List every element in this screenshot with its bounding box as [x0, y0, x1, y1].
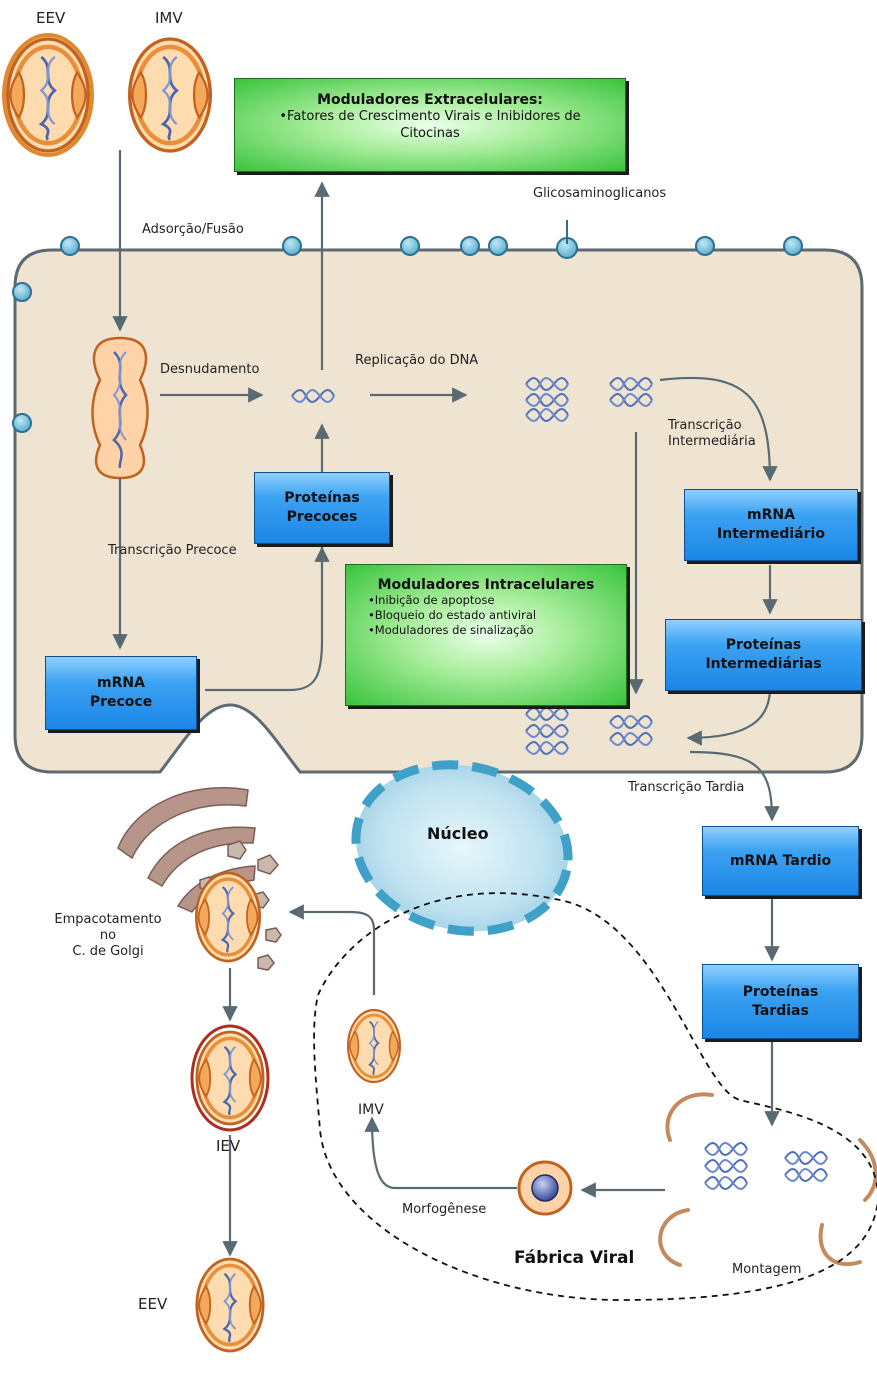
- golgi-vesicles: [199, 840, 282, 971]
- box-proteinas-precoces: Proteínas Precoces: [254, 472, 390, 544]
- label-eev-bottom: EEV: [138, 1295, 168, 1313]
- label-iev: IEV: [216, 1137, 241, 1155]
- box-mrna-tardio: mRNA Tardio: [702, 826, 859, 896]
- imv-virion-top: [130, 39, 211, 151]
- membrane-receptors: [12, 236, 803, 433]
- iev-virion: [190, 1024, 270, 1132]
- box-extracellular-modulators: Moduladores Extracelulares: •Fatores de …: [234, 78, 626, 172]
- label-desnudamento: Desnudamento: [160, 362, 260, 377]
- immature-virion: [517, 1160, 573, 1216]
- label-empacotamento: Empacotamento no C. de Golgi: [54, 912, 162, 959]
- box-mrna-precoce-line2: Precoce: [89, 694, 153, 710]
- intracellular-item-3: •Moduladores de sinalização: [368, 623, 534, 637]
- extracellular-item: •Fatores de Crescimento Virais e Inibido…: [279, 109, 581, 141]
- label-eev-top: EEV: [36, 9, 66, 27]
- box-mrna-tardio-line1: mRNA Tardio: [729, 852, 832, 869]
- box-mrna-intermediario: mRNA Intermediário: [684, 489, 858, 561]
- label-adsorcao: Adsorção/Fusão: [142, 222, 244, 237]
- box-mrna-intermediario-line1: mRNA: [747, 507, 795, 523]
- uncoating-virion: [91, 336, 149, 480]
- nucleus: [351, 760, 573, 936]
- box-intracellular-modulators: Moduladores Intracelulares •Inibição de …: [345, 564, 627, 706]
- box-proteinas-intermediarias-line2: Intermediárias: [705, 656, 822, 672]
- label-imv-bottom: IMV: [358, 1102, 384, 1118]
- box-proteinas-precoces-line2: Precoces: [286, 509, 358, 525]
- imv-virion-bottom: [346, 1008, 402, 1084]
- box-proteinas-tardias-line1: Proteínas: [742, 983, 819, 1000]
- label-transcricao-precoce: Transcrição Precoce: [108, 543, 237, 558]
- label-glicosaminoglicanos: Glicosaminoglicanos: [533, 186, 667, 201]
- eev-virion-top: [2, 33, 94, 157]
- eev-virion-bottom: [195, 1257, 265, 1353]
- box-proteinas-tardias-line2: Tardias: [752, 1002, 809, 1019]
- golgi-virion: [194, 871, 262, 963]
- viral-factory-boundary: [313, 892, 877, 1301]
- box-proteinas-intermediarias-line1: Proteínas: [725, 637, 802, 653]
- intracellular-title: Moduladores Intracelulares: [377, 577, 595, 593]
- box-proteinas-tardias-main: Proteínas Tardias: [702, 964, 859, 1039]
- intracellular-item-2: •Bloqueio do estado antiviral: [368, 608, 537, 622]
- label-morfogenese: Morfogênese: [402, 1202, 487, 1217]
- box-mrna-intermediario-line2: Intermediário: [717, 526, 825, 542]
- box-mrna-precoce: mRNA Precoce: [45, 656, 197, 730]
- box-proteinas-precoces-line1: Proteínas: [284, 490, 360, 506]
- label-transcricao-intermediaria: Transcrição Intermediária: [668, 418, 756, 449]
- label-fabrica-viral: Fábrica Viral: [514, 1248, 635, 1268]
- crescent-membranes: [658, 1092, 877, 1267]
- label-imv-top: IMV: [155, 9, 183, 27]
- intracellular-item-1: •Inibição de apoptose: [368, 593, 495, 607]
- label-montagem: Montagem: [732, 1262, 802, 1277]
- box-mrna-precoce-line1: mRNA: [97, 675, 145, 691]
- box-proteinas-intermediarias: Proteínas Intermediárias: [665, 619, 862, 691]
- extracellular-title: Moduladores Extracelulares:: [317, 92, 543, 108]
- label-replicacao: Replicação do DNA: [355, 353, 479, 368]
- label-nucleo: Núcleo: [427, 824, 489, 843]
- label-transcricao-tardia: Transcrição Tardia: [628, 780, 745, 795]
